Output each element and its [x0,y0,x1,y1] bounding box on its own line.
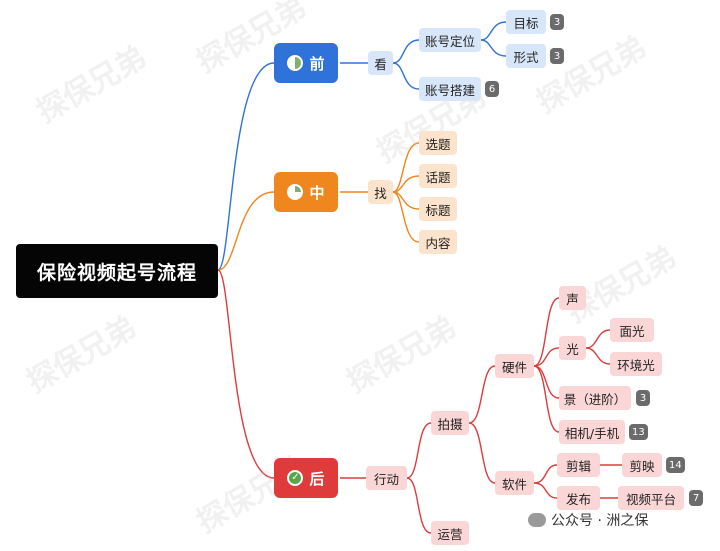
node-operate[interactable]: 运营 [431,521,469,545]
count-badge: 13 [629,424,648,440]
half-circle-icon [287,55,304,71]
node-look[interactable]: 看 [368,51,393,75]
phase-label: 前 [309,54,325,73]
node-title[interactable]: 标题 [419,197,457,221]
node-sound[interactable]: 声 [559,286,586,310]
node-video-platform[interactable]: 视频平台 [618,486,684,510]
count-badge: 3 [550,14,564,30]
node-account-position[interactable]: 账号定位 [419,28,481,52]
node-camera[interactable]: 相机/手机 [559,420,625,444]
node-light[interactable]: 光 [559,336,586,360]
count-badge: 6 [485,81,499,97]
node-find[interactable]: 找 [368,180,393,204]
phase-middle[interactable]: 中 [274,172,338,212]
wechat-icon [528,513,546,527]
node-scene[interactable]: 景（进阶） [559,386,631,410]
node-shoot[interactable]: 拍摄 [431,411,469,435]
footer-text: 公众号 · 洲之保 [551,513,649,529]
footer-credit: 公众号 · 洲之保 [528,510,648,530]
check-circle-icon: ✓ [287,470,304,486]
phase-label: 后 [309,469,325,488]
node-hardware[interactable]: 硬件 [495,354,534,378]
quarter-circle-icon [287,184,304,200]
node-content[interactable]: 内容 [419,230,457,254]
node-form[interactable]: 形式 [506,44,546,68]
node-goal[interactable]: 目标 [506,10,546,34]
count-badge: 3 [550,48,564,64]
node-edit[interactable]: 剪辑 [557,453,600,477]
node-publish[interactable]: 发布 [557,486,600,510]
node-software[interactable]: 软件 [495,471,534,495]
count-badge: 7 [689,490,703,506]
count-badge: 3 [636,390,650,406]
node-hashtag[interactable]: 话题 [419,164,457,188]
phase-after[interactable]: ✓ 后 [274,458,338,498]
phase-label: 中 [309,183,325,202]
node-ambient-light[interactable]: 环境光 [610,352,662,376]
node-account-build[interactable]: 账号搭建 [419,77,481,101]
node-face-light[interactable]: 面光 [610,318,654,342]
count-badge: 14 [666,457,685,473]
phase-before[interactable]: 前 [274,43,338,83]
root-node[interactable]: 保险视频起号流程 [16,244,218,298]
node-action[interactable]: 行动 [366,466,407,490]
node-topic-selection[interactable]: 选题 [419,131,457,155]
node-capcut[interactable]: 剪映 [622,453,662,477]
